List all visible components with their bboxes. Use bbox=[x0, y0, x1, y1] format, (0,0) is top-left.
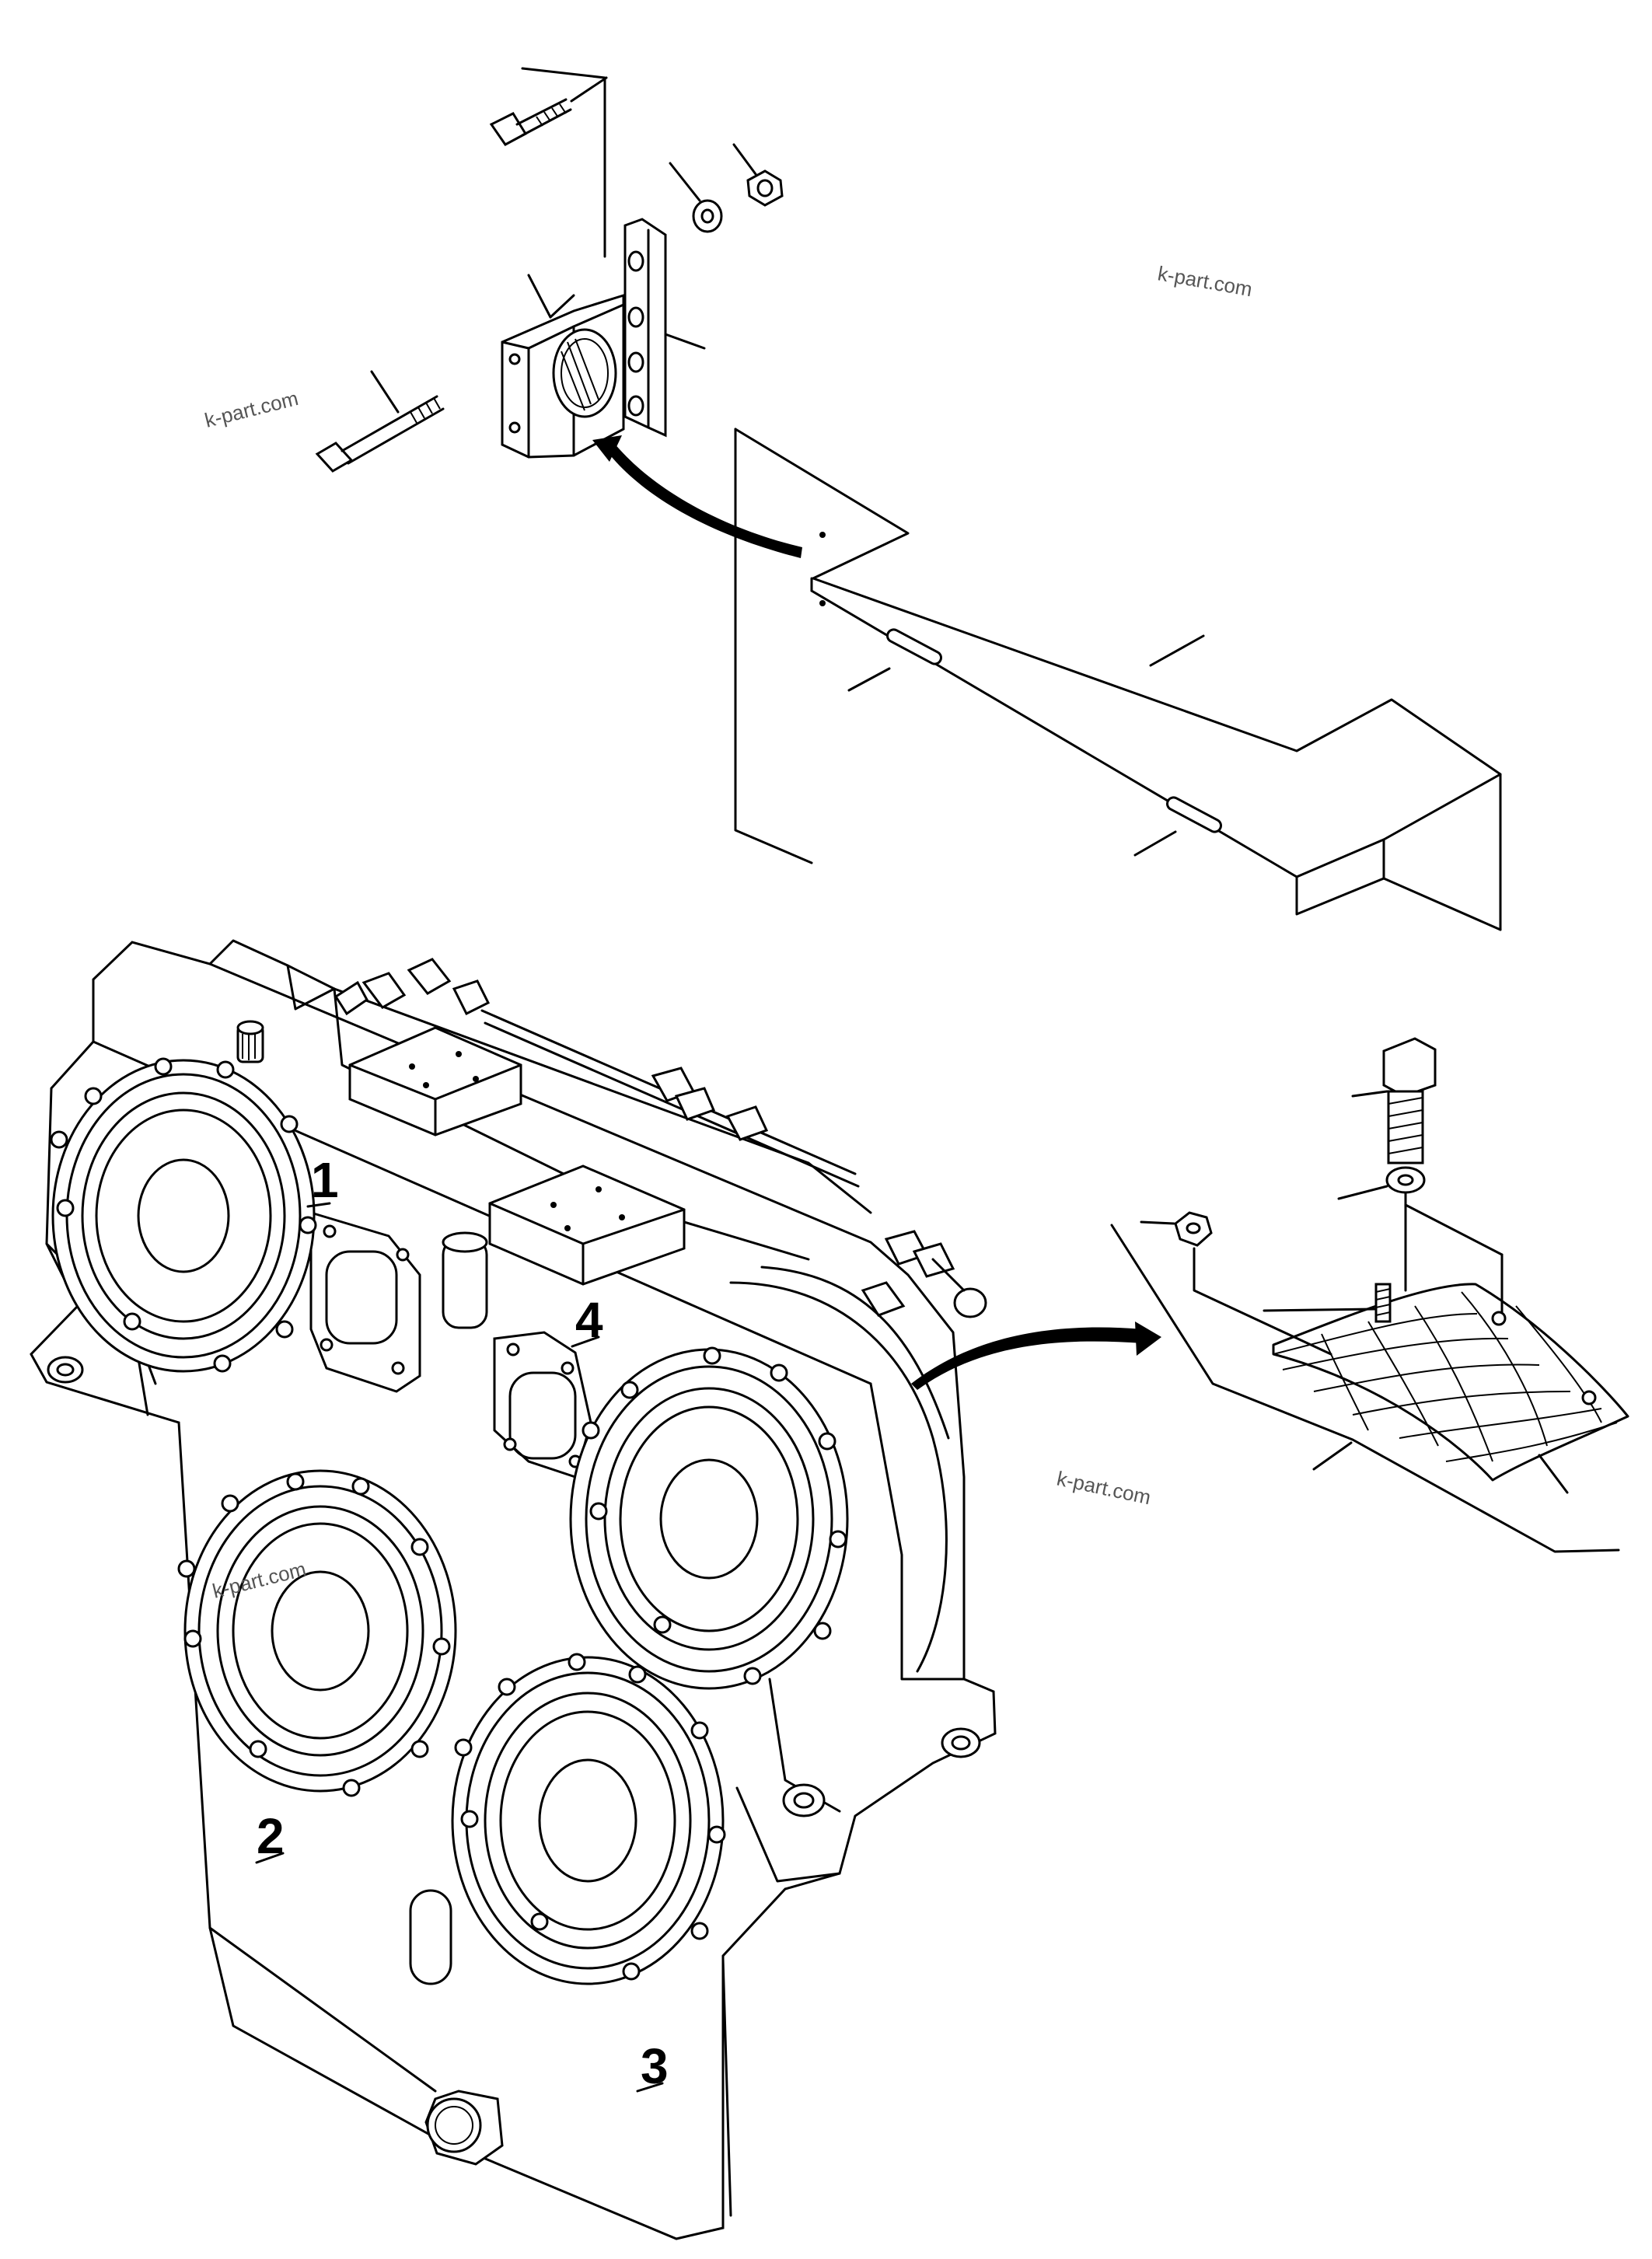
guard-washer bbox=[1337, 1166, 1426, 1200]
hydraulic-tube bbox=[334, 958, 987, 1318]
housing-label-4: 4 bbox=[571, 1292, 603, 1348]
bearing-cover-2 bbox=[177, 1469, 457, 1797]
dowel bbox=[442, 1231, 488, 1329]
bearing-cover-1 bbox=[50, 1057, 317, 1373]
inspection-slot bbox=[409, 1889, 452, 1985]
guard-nut bbox=[1140, 1211, 1213, 1247]
top-block-right bbox=[488, 1164, 686, 1286]
curved-guard bbox=[1110, 1037, 1629, 1553]
watermark-3: k-part.com bbox=[1055, 1467, 1153, 1510]
housing-label-1: 1 bbox=[306, 1152, 339, 1208]
upper-bolt bbox=[489, 76, 608, 146]
svg-text:1: 1 bbox=[311, 1152, 339, 1208]
drain-plug bbox=[424, 2090, 504, 2166]
clamp-block bbox=[501, 274, 625, 459]
pin-lower bbox=[1133, 796, 1222, 857]
clamp-assembly bbox=[315, 67, 802, 558]
port-plate-left bbox=[309, 1210, 421, 1393]
guard-bolt bbox=[1351, 1037, 1437, 1164]
port-plate-right bbox=[493, 1331, 592, 1479]
pin-upper bbox=[847, 628, 942, 692]
housing-label-3: 3 bbox=[636, 2038, 669, 2094]
top-block-left bbox=[348, 1026, 522, 1136]
breather-cap bbox=[236, 1020, 264, 1063]
clamp-arrow bbox=[599, 440, 802, 558]
guard-arrow bbox=[911, 1327, 1143, 1390]
long-bolt bbox=[315, 370, 445, 473]
mesh-panel bbox=[1263, 1283, 1629, 1494]
watermark-1: k-part.com bbox=[1156, 261, 1254, 301]
svg-text:2: 2 bbox=[257, 1808, 285, 1864]
watermark-2: k-part.com bbox=[202, 386, 300, 432]
bearing-cover-3 bbox=[451, 1653, 726, 1985]
mesh-stud bbox=[1263, 1283, 1392, 1323]
strap-plate bbox=[623, 218, 706, 438]
washer bbox=[669, 162, 723, 233]
bearing-cover-4 bbox=[569, 1346, 849, 1690]
svg-text:4: 4 bbox=[575, 1292, 603, 1348]
nut bbox=[732, 143, 784, 207]
housing-label-2: 2 bbox=[255, 1808, 285, 1864]
cover-plate bbox=[734, 428, 1502, 931]
